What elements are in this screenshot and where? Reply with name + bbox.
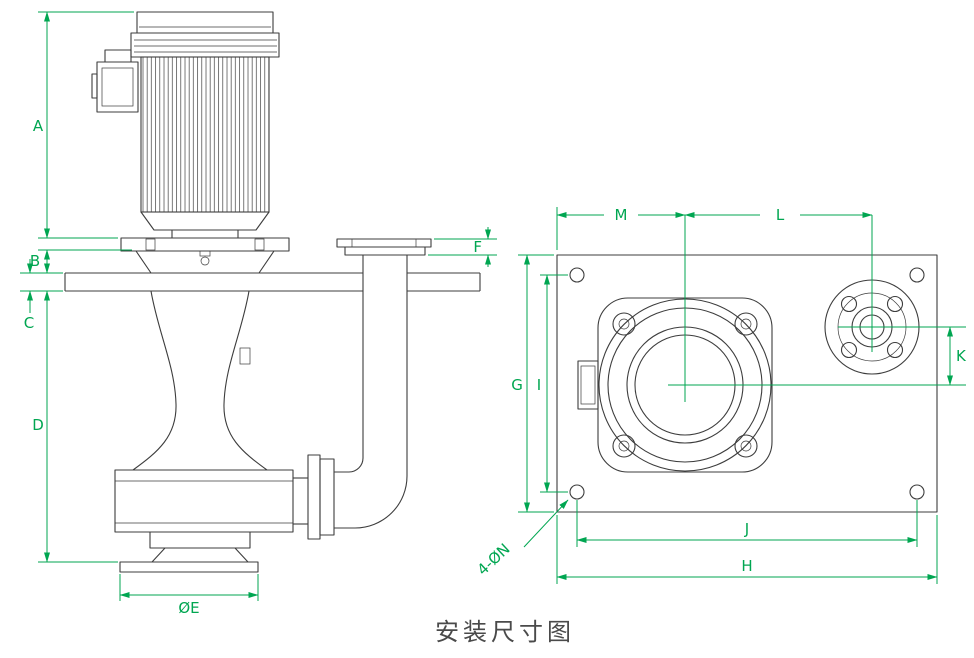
base-plate-side	[64, 272, 481, 292]
dim-label-e: ØE	[178, 599, 199, 617]
motor	[91, 11, 280, 239]
dim-label-f: F	[473, 238, 482, 256]
fan-cover-top	[136, 11, 274, 34]
column-plug	[239, 347, 251, 365]
leader-line-N	[523, 499, 569, 548]
dim-label-i: I	[537, 376, 541, 394]
dim-label-a: A	[33, 117, 44, 135]
dim-label-g: G	[511, 376, 523, 394]
motor-fins	[140, 56, 270, 213]
column-left	[132, 290, 177, 471]
mounting-plate-top-view	[556, 254, 938, 513]
pipe-outer-wall	[334, 255, 408, 529]
pump-side-view	[64, 11, 481, 573]
mounting-plate	[556, 254, 938, 513]
terminal-cap	[104, 49, 132, 63]
suction-bell	[151, 547, 249, 563]
dimensions-top-view: M L G I K J H 4-ØN	[474, 206, 967, 584]
terminal-box	[96, 61, 139, 113]
pipe-inner-wall	[334, 255, 364, 473]
column-right	[223, 290, 268, 471]
dim-label-k: K	[956, 347, 967, 365]
dimensions-side-view: A B C D ØE F	[20, 11, 497, 617]
dim-label-d: D	[32, 416, 44, 434]
dim-label-h: H	[741, 557, 752, 575]
conduit	[91, 73, 98, 99]
elbow-flange	[307, 454, 321, 540]
suction-base-ring	[119, 561, 259, 573]
fan-cowl	[130, 32, 280, 58]
dim-label-c: C	[24, 314, 34, 332]
dim-label-m: M	[615, 206, 628, 224]
discharge-flange	[336, 238, 432, 248]
dim-label-n: 4-ØN	[474, 540, 514, 579]
pump-body	[114, 290, 294, 573]
corner-holes	[569, 267, 925, 500]
discharge-pipe	[293, 238, 432, 540]
bearing-bracket	[135, 250, 275, 274]
mounting-bracket	[120, 237, 290, 274]
dim-label-b: B	[30, 252, 40, 270]
side-tab	[577, 360, 599, 410]
suction-neck	[149, 531, 251, 549]
drawing-title: 安装尺寸图	[435, 618, 575, 646]
dim-label-j: J	[744, 520, 749, 538]
motor-endbell	[140, 211, 270, 231]
dim-label-l: L	[776, 206, 785, 224]
